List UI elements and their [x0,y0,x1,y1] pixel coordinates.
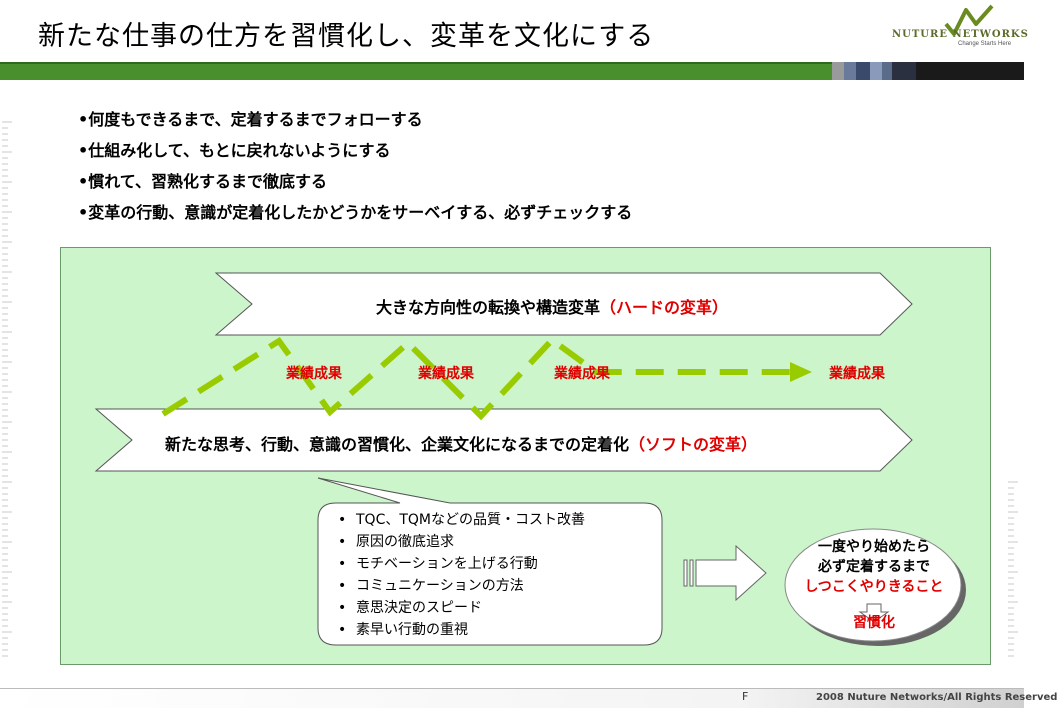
header-band [0,62,1024,80]
soft-change-label: 新たな思考、行動、意識の習慣化、企業文化になるまでの定着化（ソフトの変革） [165,431,757,455]
result-label: 業績成果 [829,366,885,382]
callout-item: 素早い行動の重視 [338,619,585,641]
bullet-item: •慣れて、習熟化するまで徹底する [78,172,327,191]
oval-line: 必ず定着するまで [818,559,930,575]
right-ruler [1008,481,1018,657]
page-marker: F [742,690,749,703]
oval-text: 一度やり始めたら 必ず定着するまで しつこくやりきること 習慣化 [784,537,964,633]
result-label: 業績成果 [554,366,610,382]
logo-wordmark: NUTURE NETWORKS [892,29,1029,40]
logo-tagline: Change Starts Here [958,41,1012,47]
logo-check-icon [944,4,994,36]
left-ruler [2,121,12,657]
oval-emphasis: しつこくやりきること [804,579,944,595]
soft-change-highlight: （ソフトの変革） [629,435,758,454]
footer-band [0,688,1024,708]
result-label: 業績成果 [418,366,474,382]
hard-change-text: 大きな方向性の転換や構造変革 [376,298,601,317]
result-label: 業績成果 [286,366,342,382]
soft-change-text: 新たな思考、行動、意識の習慣化、企業文化になるまでの定着化 [165,435,630,454]
hard-change-highlight: （ハードの変革） [600,298,729,317]
hard-change-label: 大きな方向性の転換や構造変革（ハードの変革） [376,294,728,318]
oval-result: 習慣化 [853,615,895,631]
oval-line: 一度やり始めたら [818,539,930,555]
callout-list: TQC、TQMなどの品質・コスト改善 原因の徹底追求 モチベーションを上げる行動… [338,509,585,641]
copyright-text: 2008 Nuture Networks/All Rights Reserved [816,692,1057,703]
company-logo: NUTURE NETWORKS Change Starts Here [888,4,1028,50]
bullet-item: •変革の行動、意識が定着化したかどうかをサーベイする、必ずチェックする [78,203,633,222]
callout-item: モチベーションを上げる行動 [338,553,585,575]
bullet-item: •仕組み化して、もとに戻れないようにする [78,141,391,160]
callout-item: コミュニケーションの方法 [338,575,585,597]
callout-item: 意思決定のスピード [338,597,585,619]
callout-item: TQC、TQMなどの品質・コスト改善 [338,509,585,531]
bullet-item: •何度もできるまで、定着するまでフォローする [78,110,423,129]
page-title: 新たな仕事の仕方を習慣化し、変革を文化にする [38,21,655,52]
callout-item: 原因の徹底追求 [338,531,585,553]
